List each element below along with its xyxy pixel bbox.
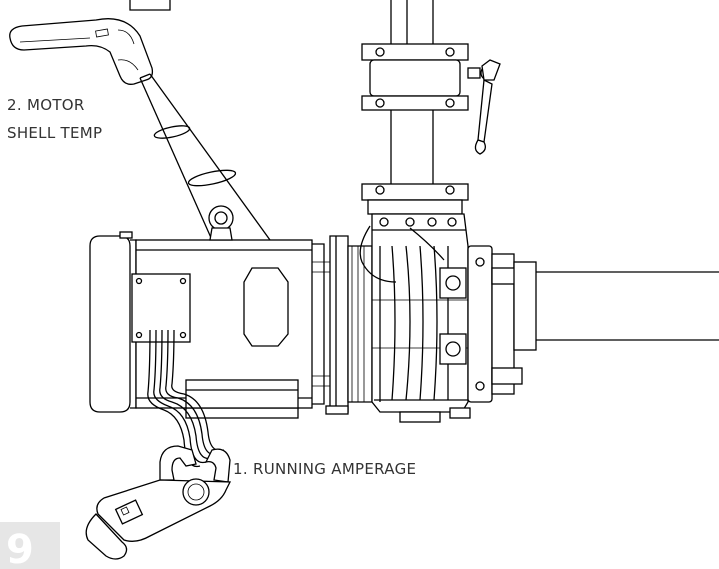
motor-shell-temp-label-line1: 2. MOTOR (7, 96, 85, 114)
top-frame-fragment (129, 0, 171, 11)
valve-handle (467, 59, 501, 155)
motor-shell-temp-label-line2: SHELL TEMP (7, 124, 102, 142)
vertical-discharge-pipe (361, 0, 469, 215)
running-amperage-label: 1. RUNNING AMPERAGE (233, 460, 416, 478)
ir-thermometer-icon (9, 18, 154, 85)
pump-casing (359, 213, 471, 423)
clamp-meter-icon (85, 445, 232, 560)
suction-flange (467, 245, 523, 403)
motor-body (131, 205, 330, 419)
motor-pump-adapter (325, 235, 373, 415)
motor-end-cap (89, 231, 137, 413)
horizontal-suction-pipe (513, 261, 719, 351)
page-number-badge: 9 (0, 522, 60, 569)
temperature-measurement-cone (139, 73, 271, 241)
page-number: 9 (6, 527, 34, 569)
